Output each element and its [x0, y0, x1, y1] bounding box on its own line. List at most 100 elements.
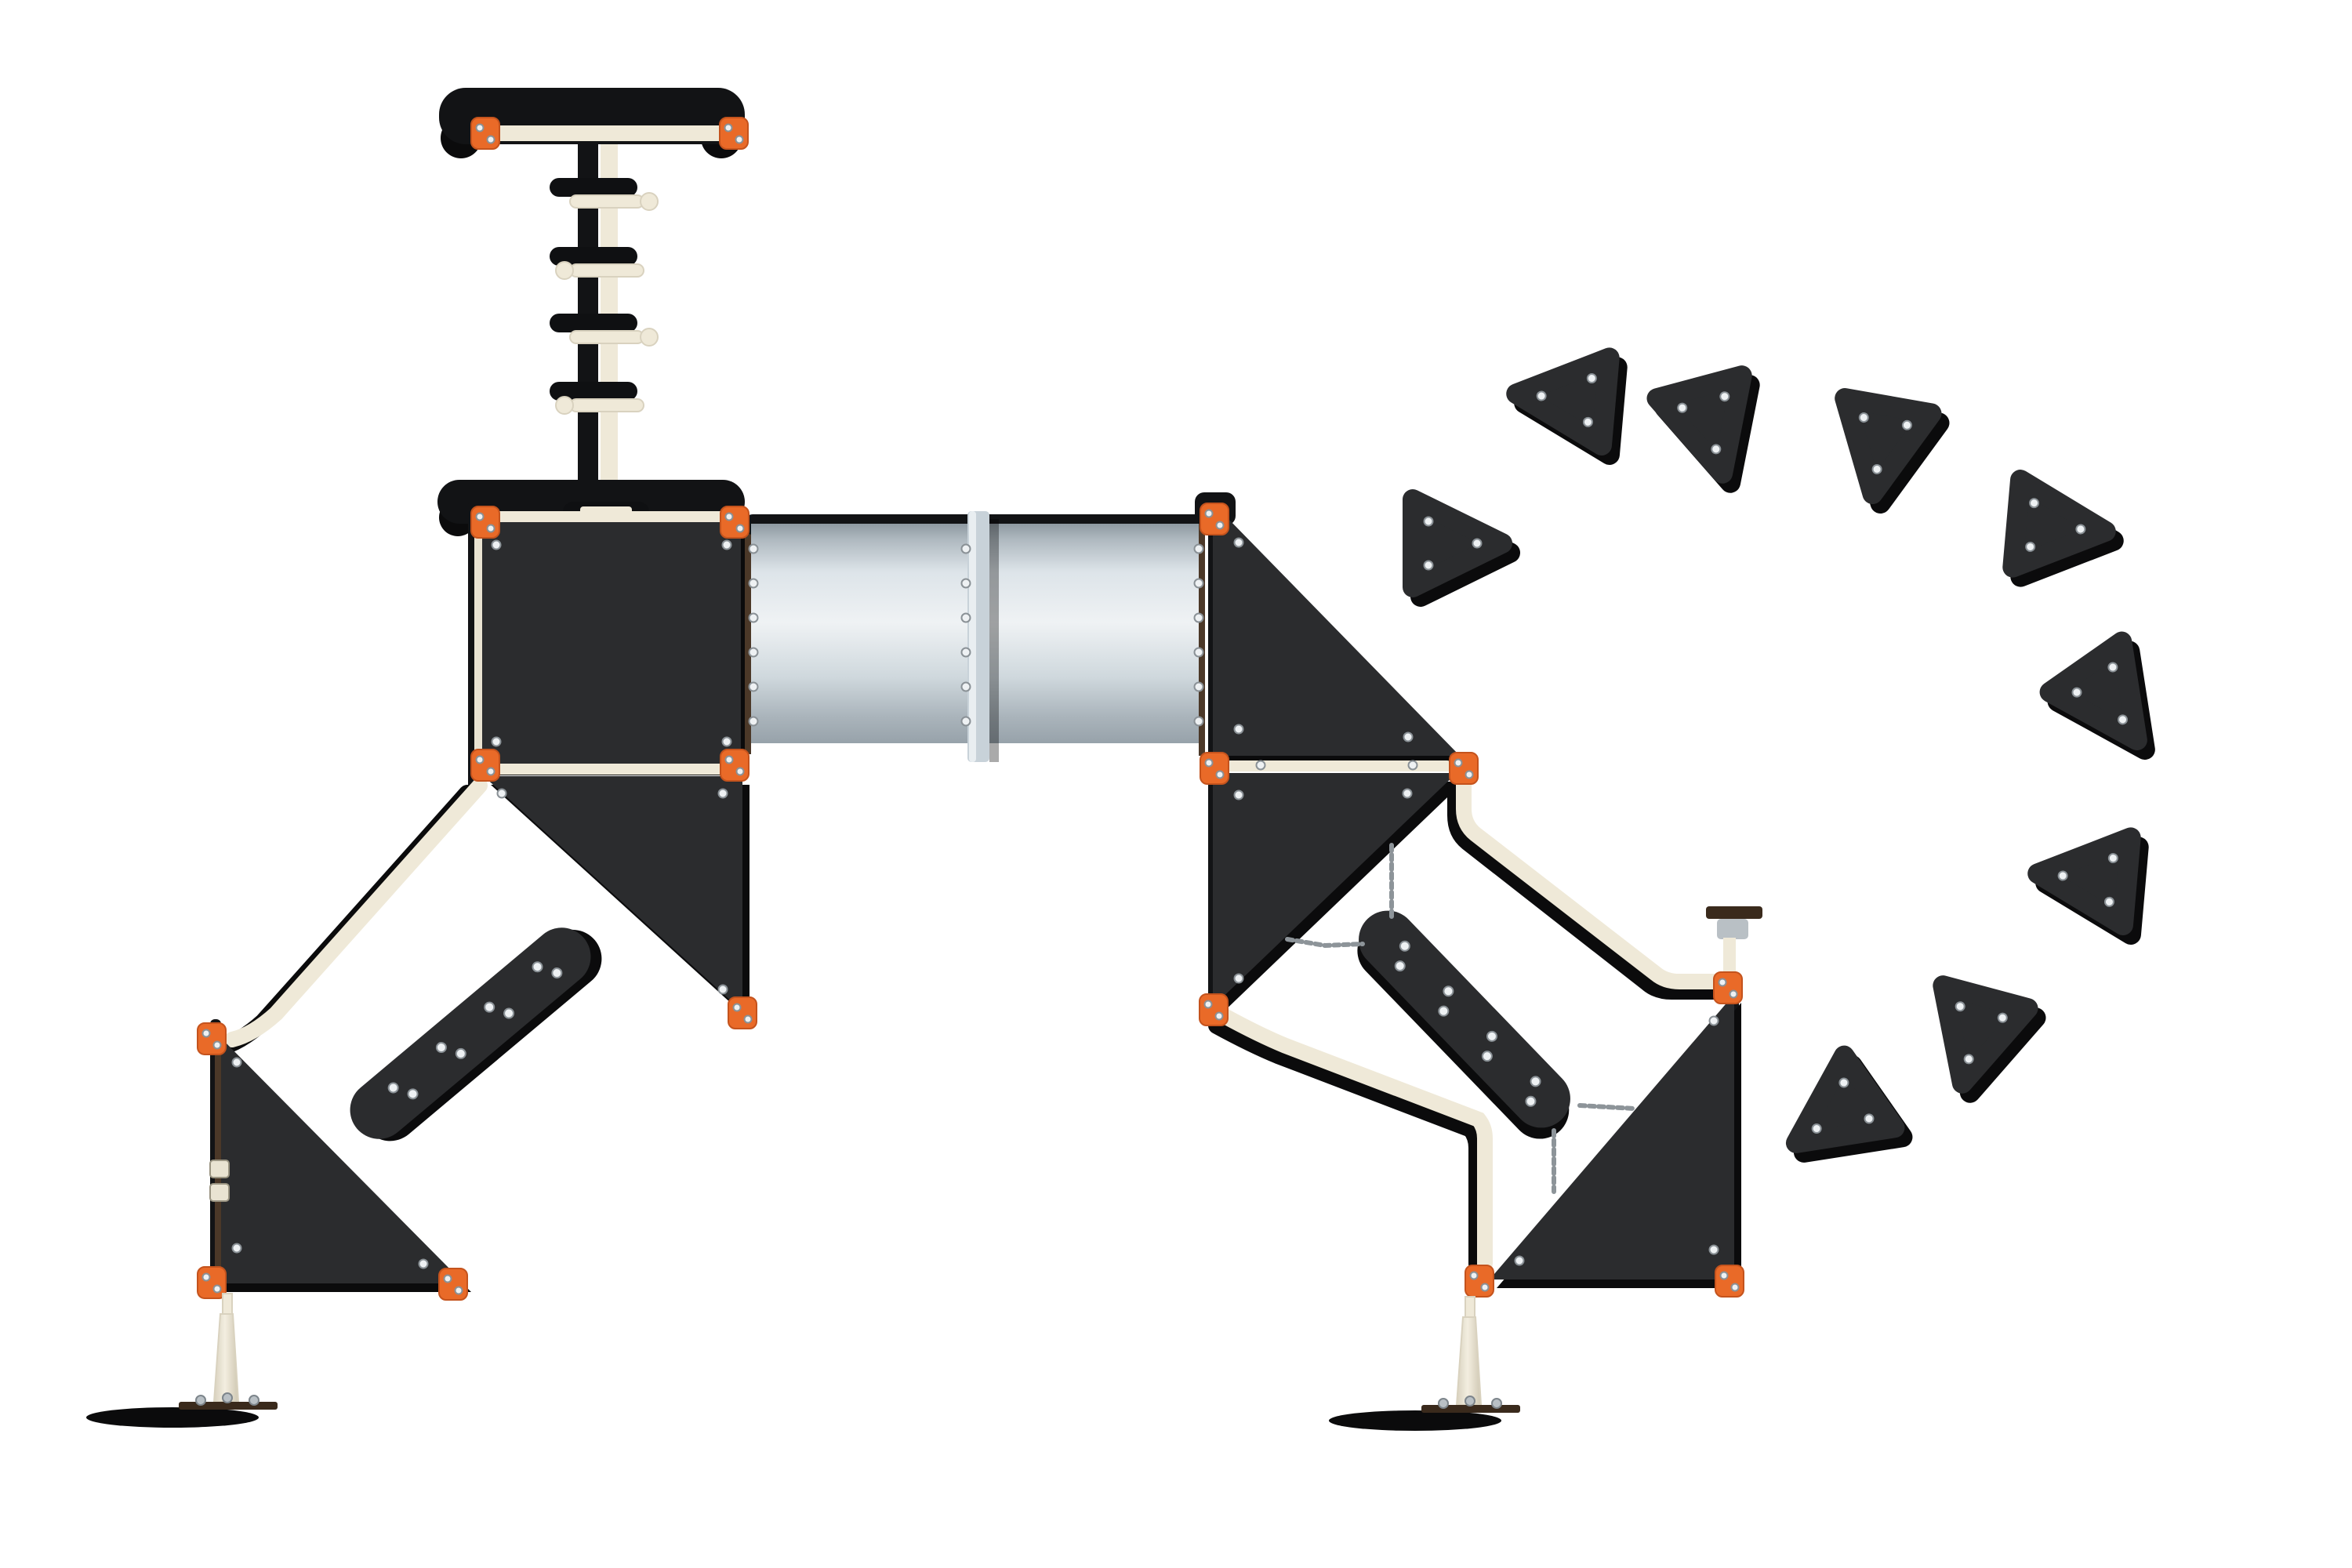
rivet	[1901, 419, 1912, 430]
rivet	[960, 716, 971, 727]
small-right-triangle-panel	[1490, 994, 1734, 1279]
chain	[1577, 1103, 1637, 1111]
panel-bracket-lower	[209, 1183, 230, 1202]
rivet	[1423, 516, 1434, 527]
rivet	[748, 543, 759, 554]
rivet	[475, 512, 485, 521]
rivet	[231, 1057, 242, 1068]
panel-rivets	[231, 537, 1719, 1269]
rung-ball-end	[640, 192, 659, 211]
rivet	[2057, 870, 2068, 881]
rivet	[1677, 402, 1688, 413]
corner-clamp	[1715, 1265, 1744, 1298]
connector-clamps	[197, 117, 1744, 1301]
rivet	[735, 135, 744, 144]
rivet	[435, 1042, 447, 1054]
rivet	[1719, 391, 1730, 402]
lower-right-triangle-panel	[1213, 773, 1457, 1007]
chain-climber-board	[1357, 910, 1570, 1139]
rivet	[1214, 1011, 1224, 1021]
rivet	[486, 524, 495, 533]
rivet	[1480, 1283, 1490, 1292]
rivet	[1708, 1015, 1719, 1026]
rivet	[1402, 788, 1413, 799]
upper-right-triangle-panel	[1213, 517, 1460, 756]
rivet	[1586, 373, 1597, 384]
rivet	[743, 1014, 753, 1024]
rivet	[1525, 1095, 1537, 1107]
flange-shadow	[989, 519, 999, 762]
rivet	[1215, 521, 1225, 530]
rivet	[1871, 463, 1882, 474]
rivet	[1193, 543, 1204, 554]
rivet	[1215, 770, 1225, 779]
corner-clamp	[720, 506, 750, 539]
rivet	[721, 736, 732, 747]
crawl-tunnel	[745, 511, 1205, 762]
stepping-stone-ring	[1403, 347, 2155, 1163]
rivet	[532, 961, 543, 973]
stepping-stone-triangle	[1835, 388, 1950, 514]
rivet	[2107, 662, 2118, 673]
rivet	[1204, 509, 1214, 518]
rivet	[491, 539, 502, 550]
rivet	[454, 1286, 463, 1295]
rivet	[1472, 538, 1483, 549]
rivet	[1255, 760, 1266, 771]
corner-clamp	[1199, 993, 1229, 1026]
chain	[1285, 937, 1365, 949]
rivet	[960, 543, 971, 554]
rivet	[960, 647, 971, 658]
foot-bolt	[195, 1395, 206, 1406]
rivet	[748, 612, 759, 623]
rivet	[748, 578, 759, 589]
foot-rod	[1465, 1296, 1475, 1319]
square-edge-pole	[474, 510, 482, 784]
foot-rod	[222, 1293, 233, 1316]
rivet	[1423, 560, 1434, 571]
chains	[1285, 843, 1637, 1194]
stone-face	[1933, 975, 2038, 1094]
rivet	[735, 524, 745, 533]
rivet	[724, 123, 733, 132]
rivet	[486, 767, 495, 776]
foot-ground-shadow	[1329, 1410, 1501, 1431]
stone-face	[1506, 347, 1620, 456]
rivet	[1719, 1271, 1729, 1280]
mast-rung	[550, 382, 644, 415]
rivet	[1407, 760, 1418, 771]
ground-foot	[86, 1293, 278, 1428]
corner-clamp	[197, 1266, 227, 1299]
rivet	[212, 1284, 222, 1294]
right-rail-pole	[1456, 775, 1722, 989]
panel-edge-strip-left-tunnel	[745, 527, 751, 754]
rivet	[1438, 1005, 1450, 1017]
rivet	[1711, 444, 1722, 455]
corner-clamp	[719, 117, 749, 150]
rivet	[1718, 978, 1727, 987]
foot-column	[1455, 1316, 1483, 1406]
corner-clamp	[470, 506, 500, 539]
board-face	[350, 927, 591, 1139]
corner-clamp	[470, 749, 500, 782]
rung-sleeve	[550, 314, 637, 332]
stone-face	[1785, 1045, 1905, 1153]
rivet	[960, 612, 971, 623]
rivet	[1481, 1051, 1493, 1062]
rivet	[2029, 498, 2040, 509]
rivet	[717, 984, 728, 995]
rivet	[443, 1274, 452, 1283]
stepping-stone-triangle	[1933, 975, 2046, 1103]
rivet	[748, 681, 759, 692]
right-rail	[1227, 760, 1450, 771]
under-square-triangle-panel	[484, 776, 742, 1011]
rivet	[418, 1258, 429, 1269]
rung-bar	[569, 194, 644, 209]
foot-ground-shadow	[86, 1407, 259, 1428]
corner-clamp	[197, 1022, 227, 1055]
rivet	[717, 788, 728, 799]
rivet	[1469, 1271, 1479, 1280]
rivet	[724, 755, 734, 764]
mast-top-rail	[470, 125, 748, 141]
